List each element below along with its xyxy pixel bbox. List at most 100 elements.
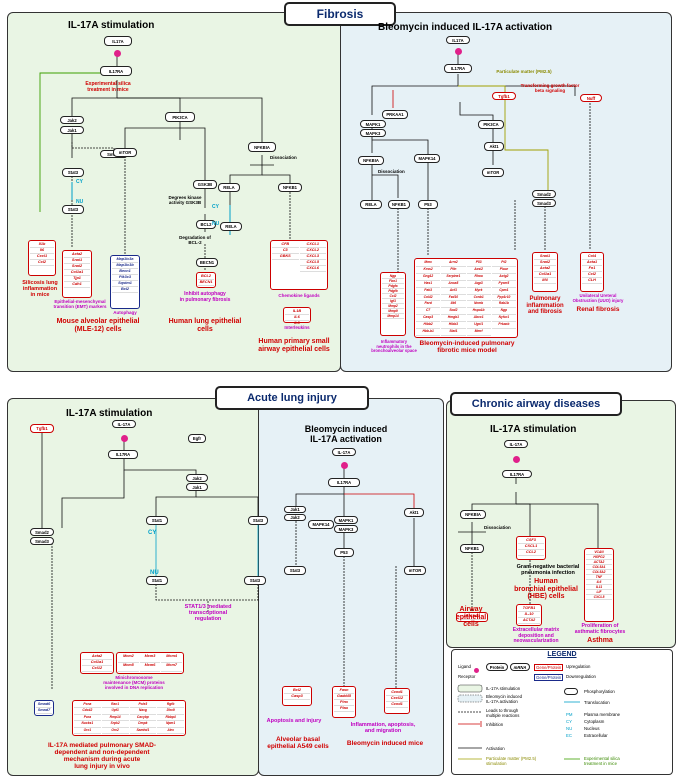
legend-ligand: Ligand bbox=[458, 664, 471, 669]
fib-left-bcl2-node[interactable]: BCL2 bbox=[196, 220, 216, 229]
gene-box-muc: MUC5AC bbox=[456, 612, 488, 622]
model-gene: Plin bbox=[441, 267, 466, 274]
ali-right-mapk1[interactable]: MAPK1 bbox=[334, 516, 358, 524]
model-gene: Hmgb1 bbox=[441, 315, 466, 323]
ali-bottom-gene: Samhd1 bbox=[129, 728, 157, 734]
ali-right-stat3[interactable]: Stat3 bbox=[284, 566, 306, 575]
ali-right-il17a[interactable]: IL-17A bbox=[332, 448, 356, 456]
model-gene: Hbb-b1 bbox=[416, 329, 441, 336]
chronic-il17ra[interactable]: IL17RA bbox=[502, 470, 532, 478]
model-gene: Ccnb1 bbox=[466, 295, 491, 302]
model-gene: Plaur bbox=[491, 267, 516, 274]
chemokine-gene: CXCL1 bbox=[299, 242, 326, 248]
autophagy-gene: Sqstm1 bbox=[112, 281, 138, 287]
emt-gene: Col1a1 bbox=[64, 270, 90, 276]
panel-chronic bbox=[446, 400, 676, 648]
ali-right-mapk14[interactable]: MAPK14 bbox=[308, 520, 334, 529]
fib-left-rela1[interactable]: RELA bbox=[218, 183, 240, 192]
ali-left-tgfb1[interactable]: Tgfb1 bbox=[30, 424, 54, 433]
ali-bottom-gene: Pole3 bbox=[129, 702, 157, 709]
ali-left-smad2[interactable]: Smad2 bbox=[30, 528, 54, 536]
chemokine-gene: CXCL6 bbox=[299, 266, 326, 272]
ali-right-p53[interactable]: P53 bbox=[334, 548, 354, 557]
autophagy-gene: Map1lc3b bbox=[112, 263, 138, 269]
fib-left-stat3a[interactable]: Stat3 bbox=[62, 168, 84, 177]
fib-right-mapk14[interactable]: MAPK14 bbox=[414, 154, 440, 163]
ali-left-jak1[interactable]: Jak1 bbox=[186, 483, 208, 491]
chronic-ligand-icon bbox=[513, 456, 520, 463]
model-gene: Pycm5 bbox=[491, 281, 516, 288]
ali-right-jak2[interactable]: Jak2 bbox=[284, 514, 306, 521]
fib-right-nfkb1[interactable]: NFKB1 bbox=[388, 200, 410, 209]
fib-right-p53[interactable]: P53 bbox=[418, 200, 438, 209]
ali-left-stat1[interactable]: Stat1 bbox=[146, 516, 168, 525]
muc-gene: MUC5AC bbox=[458, 614, 486, 620]
ali-left-il17ra[interactable]: IL17RA bbox=[108, 450, 138, 459]
ali-right-jak1[interactable]: Jak1 bbox=[284, 506, 306, 513]
neutrophil-gene: Ngp bbox=[382, 274, 404, 279]
fib-left-il17a[interactable]: IL17A bbox=[104, 36, 132, 46]
ali-left-egfr[interactable]: Egfr bbox=[188, 434, 206, 443]
legend-receptor: Receptor bbox=[458, 674, 476, 679]
fib-left-rela2[interactable]: RELA bbox=[220, 222, 242, 231]
ali-left-stat1b[interactable]: Stat1 bbox=[146, 576, 168, 585]
model-gene: Serpine1 bbox=[441, 274, 466, 281]
fib-left-pik3ca[interactable]: PIK3CA bbox=[165, 112, 195, 122]
chronic-prolif-label: Proliferation of asthmatic fibrocytes bbox=[574, 623, 626, 635]
legend-ec: EC bbox=[566, 733, 572, 738]
ali-right-il17ra[interactable]: IL17RA bbox=[328, 478, 360, 487]
fib-left-il17ra[interactable]: IL17RA bbox=[100, 66, 132, 76]
fib-right-tgfb1[interactable]: Tgfb1 bbox=[492, 92, 516, 100]
fib-right-mapk3[interactable]: MAPK3 bbox=[360, 129, 386, 137]
chemokine-gene: C3 bbox=[272, 248, 299, 254]
fib-left-stat3b[interactable]: Stat3 bbox=[62, 205, 84, 214]
fib-left-jak2[interactable]: Jak2 bbox=[60, 116, 84, 124]
ali-left-jak2[interactable]: Jak2 bbox=[186, 474, 208, 482]
fib-left-jak1[interactable]: Jak1 bbox=[60, 126, 84, 134]
fib-left-nfkb1[interactable]: NFKB1 bbox=[278, 183, 302, 192]
fib-right-il17a[interactable]: IL17A bbox=[446, 36, 470, 44]
ali-left-il17a[interactable]: IL-17A bbox=[112, 420, 136, 428]
fib-left-degrees-label: Degrees kinase activity GSK3B bbox=[168, 195, 202, 205]
fib-right-nuff[interactable]: Nuff bbox=[580, 94, 602, 102]
fib-right-nfkbia[interactable]: NFKBIA bbox=[358, 156, 384, 165]
fib-right-rela[interactable]: RELA bbox=[360, 200, 382, 209]
fib-right-mapk1[interactable]: MAPK1 bbox=[360, 120, 386, 128]
fib-right-il17ra[interactable]: IL17RA bbox=[444, 64, 472, 73]
autophagy-gene: Becn1 bbox=[112, 269, 138, 275]
neutrophil-gene: Fbn1 bbox=[382, 279, 404, 284]
fib-right-mtor[interactable]: mTOR bbox=[482, 168, 504, 177]
ali-left-smad3[interactable]: Smad3 bbox=[30, 537, 54, 545]
ali-right-akt1[interactable]: Akt1 bbox=[404, 508, 424, 517]
fib-left-ligand-icon bbox=[114, 50, 121, 57]
fib-right-smad2[interactable]: Smad2 bbox=[532, 190, 556, 198]
fib-left-mtor[interactable]: mTOR bbox=[113, 148, 137, 157]
chronic-il17a[interactable]: IL-17A bbox=[504, 440, 528, 448]
fib-left-becn1-node[interactable]: BECN1 bbox=[196, 258, 218, 267]
fib-right-akt1[interactable]: Akt1 bbox=[484, 142, 504, 151]
ali-right-mtor[interactable]: mTOR bbox=[404, 566, 426, 575]
chronic-nfkb1[interactable]: NFKB1 bbox=[460, 544, 484, 553]
fib-left-gsk3b[interactable]: GSK3B bbox=[193, 180, 217, 189]
autophagy-gene: Map1lc3a bbox=[112, 257, 138, 263]
ali-inflammation-gene: Gadd45 bbox=[334, 694, 354, 700]
ali-left-cy-label: CY bbox=[148, 530, 157, 536]
ali-right-a549-label: Alveolar basal epithelial A549 cells bbox=[267, 736, 329, 751]
tgf-gene: TGFB1 bbox=[518, 606, 540, 612]
fib-right-prkaa1[interactable]: PRKAA1 bbox=[382, 110, 408, 119]
fib-right-pik3ca[interactable]: PIK3CA bbox=[478, 120, 504, 129]
fib-left-nfkbia[interactable]: NFKBIA bbox=[248, 142, 276, 152]
asthma-gene: VCAN bbox=[586, 550, 612, 555]
ali-right-mapk3[interactable]: MAPK3 bbox=[334, 525, 358, 533]
ali-left-stat3b[interactable]: Stat3 bbox=[244, 576, 266, 585]
fib-right-smad3[interactable]: Smad3 bbox=[532, 199, 556, 207]
ali-bottom-gene: Dmpk bbox=[129, 721, 157, 728]
ali-bottom-gene: Pura bbox=[74, 715, 101, 722]
chronic-nfkbia[interactable]: NFKBIA bbox=[460, 510, 486, 519]
fib-right-renal-label: Renal fibrosis bbox=[576, 306, 620, 313]
chemokine-gene: CXCL3 bbox=[299, 254, 326, 260]
ali-left-stat3[interactable]: Stat3 bbox=[248, 516, 268, 525]
